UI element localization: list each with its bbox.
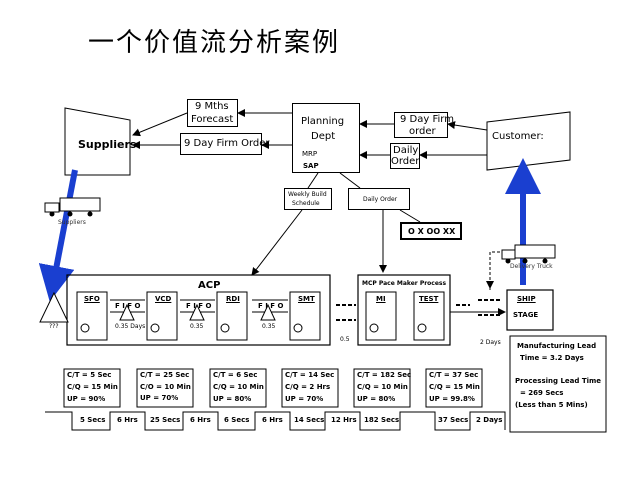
summary-box bbox=[509, 335, 607, 433]
data-box-1-co: C/Q = 15 Min bbox=[67, 383, 118, 391]
fifo-label-1: F I F O bbox=[115, 302, 141, 310]
daily-order-box: Daily Order bbox=[390, 143, 420, 169]
data-box-2-ct: C/T = 25 Sec bbox=[140, 371, 190, 379]
data-box-3-ct: C/T = 6 Sec bbox=[213, 371, 258, 379]
process-time-6: 37 Secs bbox=[438, 416, 469, 424]
daily-order-mid-label: Daily Order bbox=[363, 196, 398, 203]
planning-line-1: Planning bbox=[301, 116, 345, 127]
data-box-6-co: C/Q = 15 Min bbox=[429, 383, 480, 391]
data-box-4-ct: C/T = 14 Sec bbox=[285, 371, 335, 379]
stage-label: STAGE bbox=[513, 311, 539, 319]
firm-order-right-box: 9 Day Firm order bbox=[394, 112, 454, 138]
firm-order-right-line-1: 9 Day Firm bbox=[400, 114, 454, 125]
delivery-truck-icon bbox=[501, 244, 556, 264]
process-sfo: SFO bbox=[84, 295, 100, 303]
wait-time-3: 6 Hrs bbox=[262, 416, 283, 424]
firm-order-left-label: 9 Day Firm Order bbox=[184, 138, 270, 149]
acp-box bbox=[66, 274, 331, 346]
ship-box bbox=[506, 289, 554, 331]
data-box-5-up: UP = 80% bbox=[357, 395, 396, 403]
process-rdi: RDI bbox=[226, 295, 240, 303]
plt-note: (Less than 5 Mins) bbox=[515, 401, 588, 409]
weekly-build-box: Weekly Build Schedule bbox=[284, 188, 332, 210]
firm-order-left-box: 9 Day Firm Order bbox=[180, 133, 270, 155]
timeline-ladder bbox=[45, 411, 506, 431]
suppliers-label: Suppliers bbox=[78, 138, 137, 151]
wait-time-1: 6 Hrs bbox=[117, 416, 138, 424]
weekly-build-line-2: Schedule bbox=[292, 200, 320, 207]
fifo-label-3: F I F O bbox=[258, 302, 284, 310]
customer-label: Customer: bbox=[492, 131, 544, 142]
data-box-6-ct: C/T = 37 Sec bbox=[429, 371, 479, 379]
process-time-2: 25 Secs bbox=[150, 416, 181, 424]
data-box-4-co: C/Q = 2 Hrs bbox=[285, 383, 331, 391]
suppliers-factory-shape bbox=[64, 107, 131, 176]
forecast-line-2: Forecast bbox=[191, 114, 234, 125]
weekly-build-line-1: Weekly Build bbox=[288, 191, 327, 198]
customer-factory-shape bbox=[486, 111, 571, 171]
sap-label: SAP bbox=[303, 162, 319, 170]
mcp-box bbox=[357, 274, 451, 346]
planning-dept-box: Planning Dept MRP SAP bbox=[292, 103, 360, 173]
oxoo-label: O X OO XX bbox=[408, 227, 456, 236]
wait-time-5: 2 Days bbox=[476, 416, 503, 424]
process-time-5: 182 Secs bbox=[364, 416, 400, 424]
suppliers-truck-label: Suppliers bbox=[58, 219, 86, 226]
process-time-3: 6 Secs bbox=[224, 416, 250, 424]
process-smt: SMT bbox=[298, 295, 315, 303]
inventory-label-test-ship: 2 Days bbox=[480, 339, 501, 346]
delivery-truck-label: Delivery Truck bbox=[510, 263, 553, 270]
acp-label: ACP bbox=[198, 280, 221, 291]
daily-order-mid-box: Daily Order bbox=[348, 188, 410, 210]
data-box-3-up: UP = 80% bbox=[213, 395, 252, 403]
firm-order-right-line-2: order bbox=[409, 126, 436, 137]
process-ship: SHIP bbox=[517, 295, 536, 303]
mlt-value: Time = 3.2 Days bbox=[520, 354, 584, 362]
data-box-4-up: UP = 70% bbox=[285, 395, 324, 403]
mlt-label: Manufacturing Lead bbox=[517, 342, 597, 350]
process-time-1: 5 Secs bbox=[80, 416, 106, 424]
process-time-4: 14 Secs bbox=[294, 416, 325, 424]
inventory-label-raw: ??? bbox=[49, 323, 59, 330]
inventory-label-smt-mi: 0.5 bbox=[340, 336, 350, 343]
wait-time-2: 6 Hrs bbox=[190, 416, 211, 424]
process-vcd: VCD bbox=[155, 295, 172, 303]
page-title: 一个价值流分析案例 bbox=[88, 28, 341, 58]
daily-order-line-1: Daily bbox=[393, 145, 419, 156]
data-box-1-ct: C/T = 5 Sec bbox=[67, 371, 112, 379]
daily-order-line-2: Order bbox=[391, 156, 420, 167]
supplier-truck-icon bbox=[44, 197, 101, 217]
data-box-1-up: UP = 90% bbox=[67, 395, 106, 403]
process-test: TEST bbox=[419, 295, 439, 303]
forecast-box: 9 Mths Forecast bbox=[187, 99, 238, 127]
oxoo-box: O X OO XX bbox=[400, 222, 462, 240]
plt-value: = 269 Secs bbox=[520, 389, 564, 397]
data-box-5-ct: C/T = 182 Sec bbox=[357, 371, 412, 379]
plt-label: Processing Lead Time bbox=[515, 377, 602, 385]
data-box-5-co: C/Q = 10 Min bbox=[357, 383, 408, 391]
inventory-label-rdi-smt: 0.35 bbox=[262, 323, 276, 330]
mcp-label: MCP Pace Maker Process bbox=[362, 280, 447, 287]
data-box-6-up: UP = 99.8% bbox=[429, 395, 475, 403]
planning-line-2: Dept bbox=[311, 131, 336, 142]
process-mi: MI bbox=[376, 295, 386, 303]
mrp-label: MRP bbox=[302, 150, 318, 158]
inventory-label-sfo-vcd: 0.35 Days bbox=[115, 323, 146, 330]
inventory-triangle-raw bbox=[39, 291, 69, 323]
wait-time-4: 12 Hrs bbox=[331, 416, 357, 424]
data-box-3-co: C/Q = 10 Min bbox=[213, 383, 264, 391]
data-box-2-co: C/O = 10 Min bbox=[140, 383, 191, 391]
fifo-label-2: F I F O bbox=[186, 302, 212, 310]
inventory-label-vcd-rdi: 0.35 bbox=[190, 323, 204, 330]
data-box-2-up: UP = 70% bbox=[140, 394, 179, 402]
forecast-line-1: 9 Mths bbox=[195, 101, 229, 112]
